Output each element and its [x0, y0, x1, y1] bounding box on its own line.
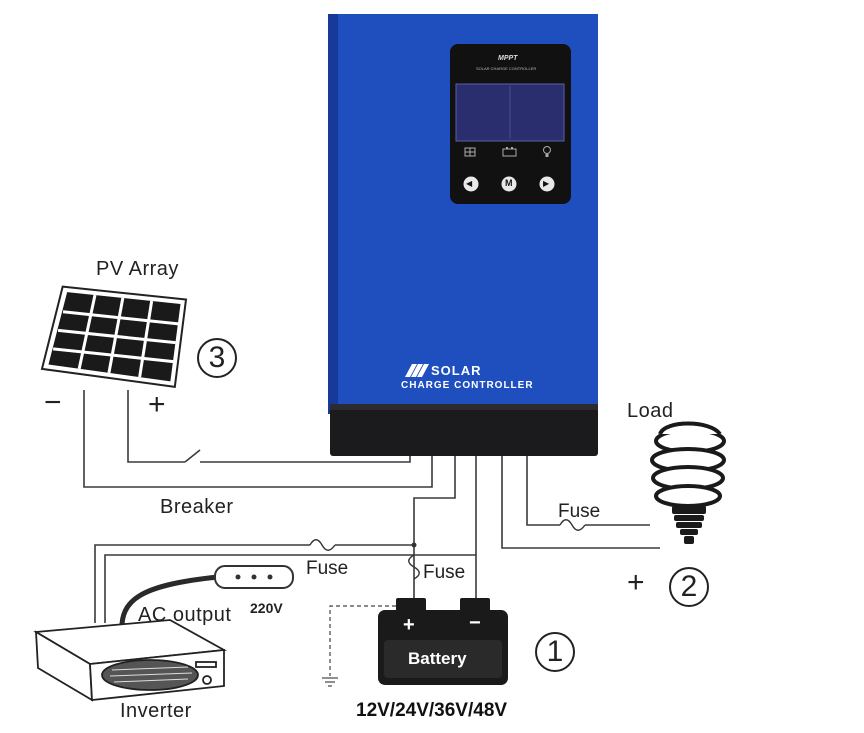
battery-label: Battery [408, 649, 467, 668]
logo-word: SOLAR [431, 363, 482, 378]
pv-positive-wire-b [200, 456, 411, 463]
ac-outlet-icon [214, 565, 294, 589]
pv-negative-wire [83, 390, 433, 488]
controller-base-edge [330, 404, 598, 410]
right-button[interactable] [539, 176, 555, 192]
inverter-fuse-icon [309, 539, 336, 551]
pv-positive-wire-a [127, 390, 185, 463]
display-brand: MPPT [498, 55, 518, 62]
load-fuse-label: Fuse [558, 501, 601, 522]
battery-icon [378, 598, 508, 685]
inverter-negative-wire [104, 554, 476, 623]
menu-button[interactable] [501, 176, 517, 192]
battery-fuse-icon [408, 554, 420, 580]
fuse-icons [309, 519, 586, 580]
left-button[interactable] [463, 176, 479, 192]
load-fuse-icon [559, 519, 586, 531]
inverter-icon [33, 619, 227, 702]
ground-icon [322, 677, 338, 687]
controller-side-shade [328, 14, 338, 414]
ac-output-label: AC output [138, 604, 232, 626]
breaker-switch [184, 449, 201, 463]
controller-base [330, 404, 598, 456]
ac-output-cable [119, 574, 219, 633]
battery-positive-wire [413, 456, 456, 600]
menu-button-glyph: M [505, 178, 513, 188]
battery-minus-sign: − [469, 612, 481, 634]
load-positive-wire-a [526, 456, 560, 526]
bulb-status-icon [543, 146, 551, 157]
load-negative-wire [501, 456, 660, 549]
right-button-glyph: ▶ [543, 179, 550, 188]
pv-plus-sign: + [148, 388, 166, 421]
inverter-label: Inverter [120, 700, 192, 722]
pv-minus-sign: − [44, 386, 62, 419]
pv-number-badge: 3 [197, 338, 237, 378]
pv-array-icon [40, 285, 188, 388]
left-button-glyph: ◀ [466, 179, 473, 188]
pv-status-icon [464, 147, 476, 157]
battery-fuse-label: Fuse [423, 562, 466, 583]
charge-controller [328, 14, 598, 456]
solar-logo-icon [405, 364, 429, 377]
inverter-positive-wire-a [94, 544, 310, 623]
wires [83, 390, 660, 633]
ac-voltage-label: 220V [250, 600, 283, 616]
ground-wire [329, 605, 403, 676]
junction-dot [411, 542, 417, 548]
logo-subtitle: CHARGE CONTROLLER [401, 380, 534, 391]
battery-number-badge: 1 [535, 632, 575, 672]
load-label: Load [627, 400, 674, 422]
pv-array-label: PV Array [96, 258, 179, 280]
load-bulb-icon [650, 421, 726, 544]
display-subtitle: SOLAR CHARGE CONTROLLER [476, 66, 537, 71]
load-number-badge: 2 [669, 567, 709, 607]
load-plus-sign: + [627, 566, 645, 599]
inverter-fuse-label: Fuse [306, 558, 349, 579]
battery-voltages: 12V/24V/36V/48V [356, 700, 508, 721]
battery-status-icon [502, 147, 517, 157]
battery-plus-sign: + [403, 614, 415, 636]
breaker-label: Breaker [160, 496, 234, 518]
